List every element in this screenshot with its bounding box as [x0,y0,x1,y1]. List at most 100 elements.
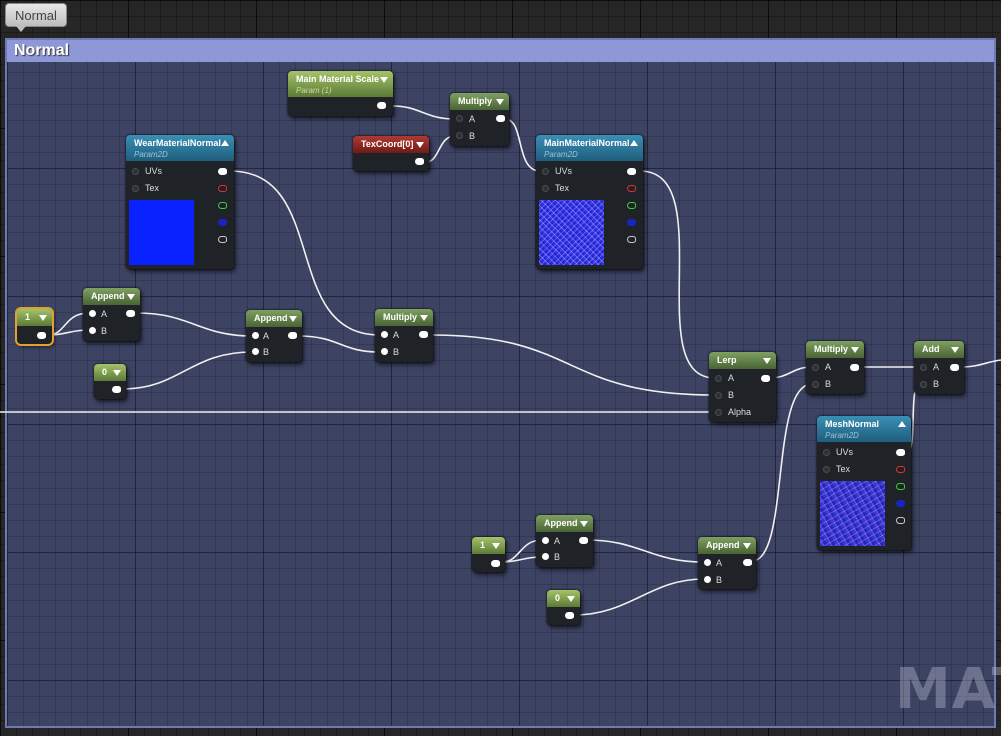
input-pin-a[interactable] [920,364,927,371]
node-wear-material-normal[interactable]: WearMaterialNormal Param2D UVs Tex [126,135,234,269]
node-lerp[interactable]: Lerp A B Alpha [709,352,776,422]
output-pin[interactable] [565,612,574,619]
pin-label: A [101,309,108,319]
input-pin-uvs[interactable] [823,449,830,456]
collapse-triangle-icon[interactable] [951,347,959,353]
input-pin-b[interactable] [704,576,711,583]
output-pin[interactable] [761,375,770,382]
output-pin[interactable] [126,310,135,317]
input-pin-a[interactable] [89,310,96,317]
collapse-triangle-icon[interactable] [567,596,575,602]
output-pin[interactable] [415,158,424,165]
output-pin-b[interactable] [896,500,905,507]
node-const-0-left[interactable]: 0 [94,364,126,399]
input-pin-a[interactable] [812,364,819,371]
collapse-triangle-icon[interactable] [221,140,229,146]
node-const-1-bottom[interactable]: 1 [472,537,505,572]
output-pin[interactable] [419,331,428,338]
node-main-material-scale[interactable]: Main Material Scale Param (1) [288,71,393,116]
node-add[interactable]: Add A B [914,341,964,394]
input-pin-b[interactable] [542,553,549,560]
output-pin[interactable] [37,332,46,339]
input-pin-b[interactable] [920,381,927,388]
collapse-triangle-icon[interactable] [580,521,588,527]
output-pin-b[interactable] [627,219,636,226]
output-pin-r[interactable] [218,185,227,192]
pin-label: UVs [836,447,854,457]
collapse-triangle-icon[interactable] [763,358,771,364]
input-pin-b[interactable] [812,381,819,388]
collapse-triangle-icon[interactable] [416,142,424,148]
collapse-triangle-icon[interactable] [492,543,500,549]
collapse-triangle-icon[interactable] [39,315,47,321]
input-pin-a[interactable] [715,375,722,382]
output-pin-g[interactable] [627,202,636,209]
node-append-left[interactable]: Append A B [83,288,140,341]
pin-label: A [933,362,940,372]
collapse-triangle-icon[interactable] [127,294,135,300]
node-title: MainMaterialNormal [544,138,630,148]
node-append-mid[interactable]: Append A B [246,310,302,362]
graph-tab[interactable]: Normal [5,3,67,32]
node-multiply-right[interactable]: Multiply A B [806,341,864,394]
output-pin-r[interactable] [896,466,905,473]
output-pin-rgb[interactable] [627,168,636,175]
input-pin-a[interactable] [456,115,463,122]
output-pin-a[interactable] [218,236,227,243]
output-pin-b[interactable] [218,219,227,226]
output-pin-rgb[interactable] [218,168,227,175]
node-append-bottom-left[interactable]: Append A B [536,515,593,567]
pin-label: Alpha [728,407,752,417]
collapse-triangle-icon[interactable] [898,421,906,427]
output-pin[interactable] [491,560,500,567]
input-pin-a[interactable] [704,559,711,566]
output-pin-g[interactable] [218,202,227,209]
collapse-triangle-icon[interactable] [420,315,428,321]
node-mesh-normal[interactable]: MeshNormal Param2D UVs Tex [817,416,911,550]
collapse-triangle-icon[interactable] [113,370,121,376]
input-pin-uvs[interactable] [542,168,549,175]
input-pin-b[interactable] [456,132,463,139]
output-pin-g[interactable] [896,483,905,490]
input-pin-tex[interactable] [542,185,549,192]
node-texcoord[interactable]: TexCoord[0] [353,136,429,171]
input-pin-tex[interactable] [823,466,830,473]
input-pin-a[interactable] [381,331,388,338]
collapse-triangle-icon[interactable] [851,347,859,353]
node-main-material-normal[interactable]: MainMaterialNormal Param2D UVs Tex [536,135,643,269]
node-const-0-bottom[interactable]: 0 [547,590,580,625]
input-pin-alpha[interactable] [715,409,722,416]
input-pin-b[interactable] [381,348,388,355]
node-multiply-top[interactable]: Multiply A B [450,93,509,146]
input-pin-tex[interactable] [132,185,139,192]
output-pin[interactable] [496,115,505,122]
input-pin-a[interactable] [542,537,549,544]
collapse-triangle-icon[interactable] [630,140,638,146]
output-pin[interactable] [579,537,588,544]
input-pin-b[interactable] [715,392,722,399]
collapse-triangle-icon[interactable] [380,77,388,83]
output-pin-r[interactable] [627,185,636,192]
node-const-1-left[interactable]: 1 [15,307,54,346]
collapse-triangle-icon[interactable] [743,543,751,549]
output-pin-rgb[interactable] [896,449,905,456]
output-pin[interactable] [288,332,297,339]
output-pin-a[interactable] [627,236,636,243]
node-append-bottom-right[interactable]: Append A B [698,537,756,589]
collapse-triangle-icon[interactable] [496,99,504,105]
output-pin[interactable] [950,364,959,371]
output-pin[interactable] [743,559,752,566]
output-pin[interactable] [112,386,121,393]
input-pin-uvs[interactable] [132,168,139,175]
output-pin-a[interactable] [896,517,905,524]
collapse-triangle-icon[interactable] [289,316,297,322]
output-pin[interactable] [850,364,859,371]
node-multiply-mid[interactable]: Multiply A B [375,309,433,362]
input-pin-b[interactable] [252,348,259,355]
comment-title[interactable]: Normal [7,40,994,62]
node-title: Append [254,313,288,323]
output-pin[interactable] [377,102,386,109]
input-pin-a[interactable] [252,332,259,339]
node-subtitle: Param (1) [296,86,332,95]
input-pin-b[interactable] [89,327,96,334]
